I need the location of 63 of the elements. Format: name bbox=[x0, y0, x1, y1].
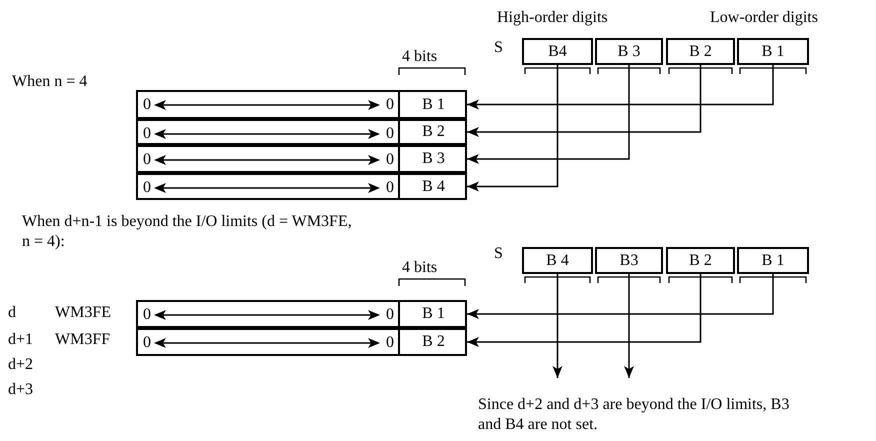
source-digit-cell bbox=[595, 247, 663, 274]
source-digit-cell bbox=[522, 247, 593, 274]
source-digit-cell bbox=[666, 247, 735, 274]
heading-label: High-order digits bbox=[497, 8, 609, 28]
register-label: S bbox=[494, 244, 504, 264]
digit-label: B 2 bbox=[422, 332, 445, 352]
zero-bit: 0 bbox=[143, 124, 151, 144]
digit-label: B 4 bbox=[546, 250, 569, 270]
offset-label: d bbox=[8, 303, 17, 323]
source-digit-cell bbox=[737, 247, 809, 274]
digit-label: B 4 bbox=[422, 176, 445, 196]
zero-bit: 0 bbox=[386, 150, 394, 170]
arrow bbox=[467, 65, 702, 137]
note-text: Since d+2 and d+3 are beyond the I/O limits, B3 and B4 are not set. bbox=[478, 395, 790, 435]
digit-label: B 1 bbox=[762, 250, 784, 270]
digit-label: B4 bbox=[548, 42, 567, 62]
digit-label: B 1 bbox=[422, 304, 445, 324]
width-label: 4 bits bbox=[402, 258, 438, 278]
word-row bbox=[136, 173, 467, 200]
arrow bbox=[467, 274, 702, 347]
zero-bit: 0 bbox=[386, 178, 394, 198]
word-row bbox=[136, 145, 467, 173]
register-label: S bbox=[494, 38, 504, 58]
offset-label: d+2 bbox=[8, 355, 34, 375]
word-row bbox=[136, 119, 467, 145]
digit-label: B3 bbox=[620, 250, 638, 270]
arrow bbox=[552, 274, 562, 378]
word-row bbox=[136, 328, 467, 356]
arrow bbox=[467, 274, 774, 319]
address-label: WM3FF bbox=[55, 330, 112, 350]
address-label: WM3FE bbox=[55, 303, 112, 323]
digit-label: B 2 bbox=[689, 42, 712, 62]
digit-label: B 1 bbox=[762, 42, 784, 62]
zero-bit: 0 bbox=[143, 333, 151, 353]
digit-label: B 2 bbox=[689, 250, 712, 270]
zero-bit: 0 bbox=[386, 305, 394, 325]
arrow bbox=[624, 274, 634, 378]
zero-bit: 0 bbox=[143, 95, 151, 115]
source-digit-cell bbox=[595, 38, 663, 65]
offset-label: d+3 bbox=[8, 380, 34, 400]
arrow bbox=[467, 65, 774, 110]
digit-label: B 3 bbox=[618, 42, 640, 62]
zero-bit: 0 bbox=[143, 178, 151, 198]
word-row bbox=[136, 90, 467, 119]
digit-label: B 3 bbox=[422, 149, 445, 169]
digit-label: B 2 bbox=[422, 122, 445, 142]
caption-text: When n = 4 bbox=[12, 72, 88, 92]
source-digit-cell bbox=[737, 38, 809, 65]
word-row bbox=[136, 300, 467, 328]
zero-bit: 0 bbox=[386, 124, 394, 144]
zero-bit: 0 bbox=[143, 305, 151, 325]
source-digit-cell bbox=[666, 38, 735, 65]
source-digit-cell bbox=[522, 38, 593, 65]
arrow bbox=[467, 65, 558, 192]
zero-bit: 0 bbox=[386, 333, 394, 353]
caption-text: When d+n-1 is beyond the I/O limits (d = WM3FE, n = 4): bbox=[22, 212, 352, 252]
zero-bit: 0 bbox=[386, 95, 394, 115]
arrow bbox=[467, 65, 630, 164]
width-label: 4 bits bbox=[402, 47, 438, 67]
offset-label: d+1 bbox=[8, 330, 34, 350]
heading-label: Low-order digits bbox=[710, 8, 819, 28]
zero-bit: 0 bbox=[143, 150, 151, 170]
digit-label: B 1 bbox=[422, 94, 445, 114]
